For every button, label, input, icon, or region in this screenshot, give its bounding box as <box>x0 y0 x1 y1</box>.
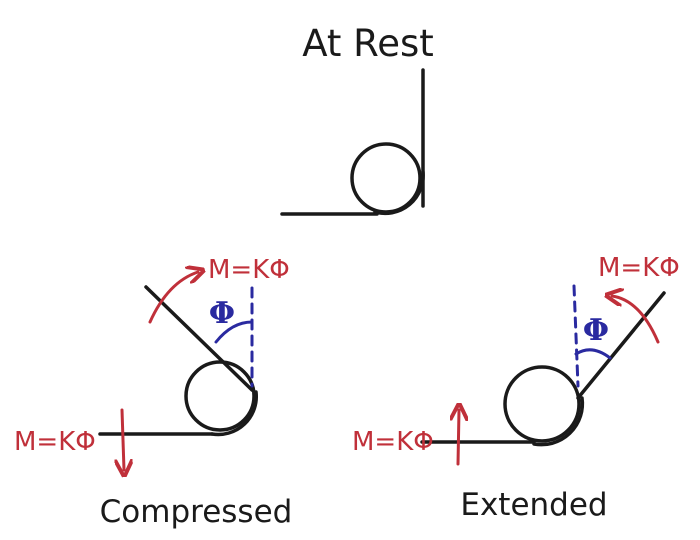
spring-coil <box>503 365 581 443</box>
moment-arrow-top <box>612 296 660 344</box>
at-rest-panel: At Rest <box>280 22 434 216</box>
spring-coil <box>184 360 256 432</box>
moment-arrow-left <box>122 408 124 470</box>
moment-arrow-top <box>148 272 198 324</box>
spring-leg-compressed <box>144 285 254 392</box>
angle-phi-arc <box>574 348 612 360</box>
compressed-panel: Φ M=KΦ M=KΦ Compressed <box>14 255 292 530</box>
angle-phi-label: Φ <box>583 313 609 348</box>
moment-label-top: M=KΦ <box>208 255 290 285</box>
angle-phi-label: Φ <box>209 296 235 331</box>
extended-caption: Extended <box>460 487 607 523</box>
compressed-caption: Compressed <box>100 494 293 530</box>
extended-panel: Φ M=KΦ M=KΦ Extended <box>352 253 680 523</box>
compressed-spring <box>98 285 259 437</box>
spring-leg-extended <box>576 291 666 400</box>
at-rest-spring <box>280 68 425 216</box>
moment-label-left: M=KΦ <box>14 427 96 457</box>
moment-arrow-left <box>458 410 459 466</box>
moment-label-left: M=KΦ <box>352 427 434 457</box>
extended-spring <box>420 291 666 447</box>
at-rest-title: At Rest <box>302 22 434 65</box>
angle-phi-arc <box>214 320 254 344</box>
moment-label-top: M=KΦ <box>598 253 680 283</box>
spring-coil <box>350 142 422 214</box>
spring-coil-outer-turn <box>532 396 585 447</box>
reference-line-dashed <box>572 284 580 388</box>
spring-coil-outer-turn <box>210 390 259 437</box>
